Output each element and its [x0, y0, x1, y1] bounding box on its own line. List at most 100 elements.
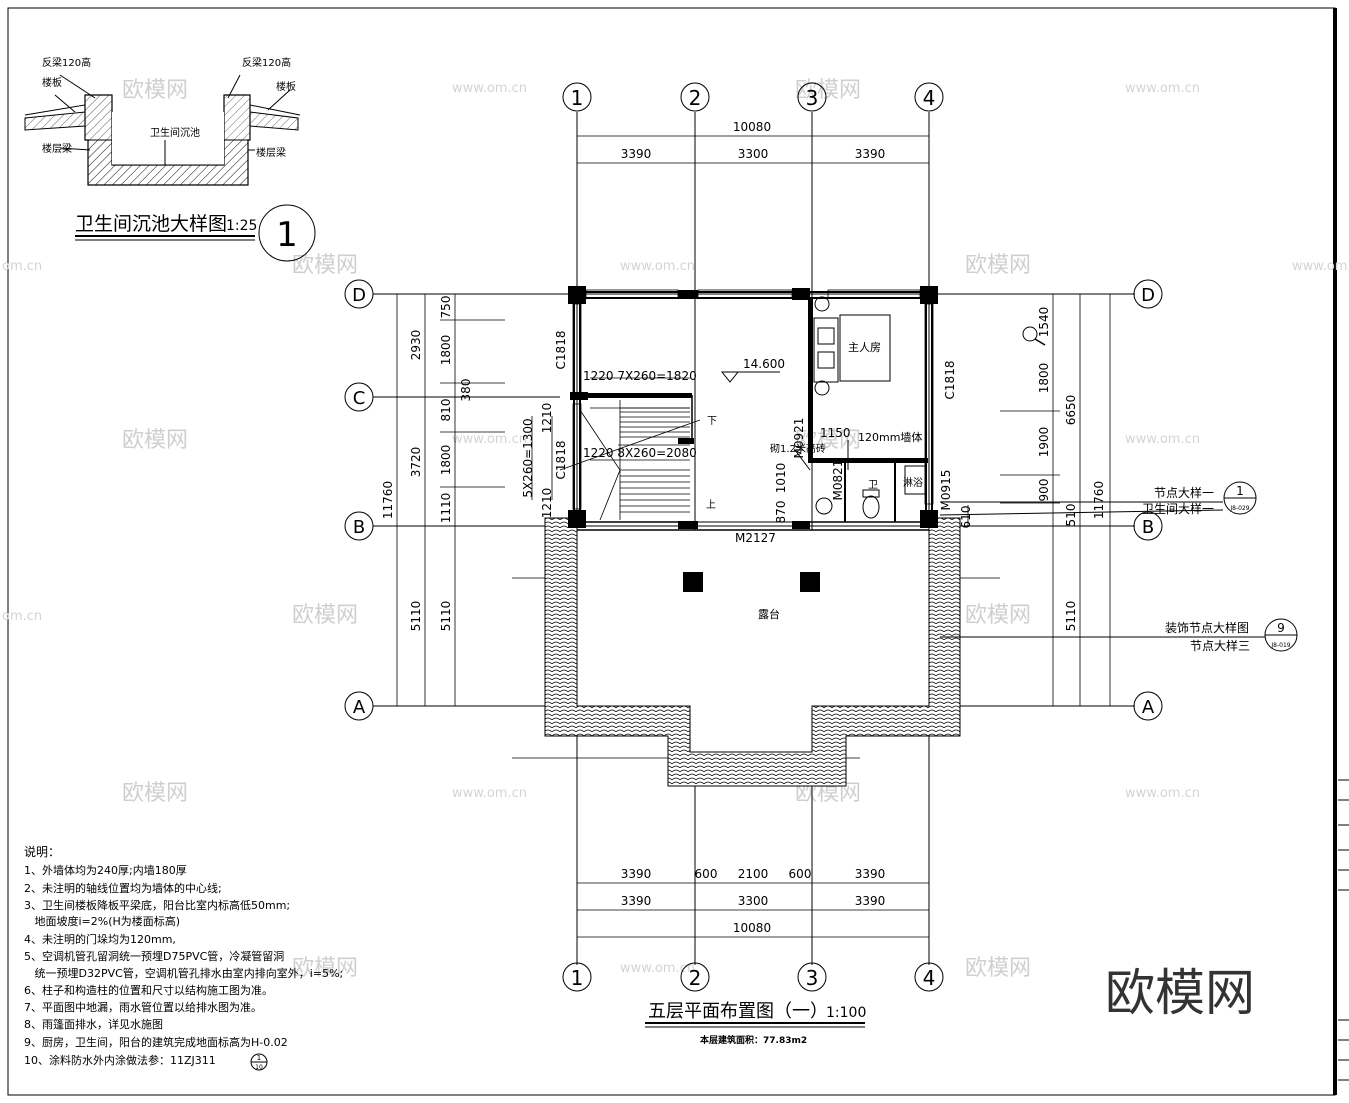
- room-terrace-label: 露台: [758, 607, 780, 621]
- terrace-balustrade: [544, 517, 961, 787]
- note-item: 1、外墙体均为240厚;内墙180厚: [24, 863, 187, 877]
- axis-bubble-B-right: B: [1142, 517, 1154, 538]
- watermark-brand: 欧模网: [122, 428, 188, 453]
- dim-left-d2: 1800: [439, 335, 453, 366]
- dim-bottom-r1-2: 600: [695, 867, 718, 881]
- note-item: 3、卫生间楼板降板平梁底，阳台比室内标高低50mm;: [24, 898, 290, 912]
- dim-left-d7: 5110: [439, 601, 453, 632]
- watermark-brand: 欧模网: [292, 253, 358, 278]
- pit-detail-drawing: 反梁120高 反梁120高 楼板 楼板 楼层梁 楼层梁 卫生间沉池 卫生间沉池大…: [24, 56, 316, 262]
- stair: [559, 400, 701, 521]
- label-beam-right: 楼层梁: [256, 146, 286, 159]
- watermark-url: www.om.cn: [1125, 81, 1200, 96]
- dim-bath-870: 870: [774, 501, 788, 524]
- callout-9-line2: 节点大样三: [1190, 638, 1250, 653]
- dim-stair-lower: 1220 8X260=2080: [583, 446, 697, 460]
- dim-right-overall: 11760: [1092, 481, 1106, 519]
- plan-area: 本层建筑面积：77.83m2: [700, 1034, 807, 1046]
- watermark-url: om.cn: [2, 259, 42, 274]
- axis-bubble-2-bottom: 2: [689, 966, 702, 990]
- room-shower-label: 淋浴: [903, 476, 923, 489]
- callout-node-1: 1 J8-029 节点大样一 卫生间大样一: [939, 481, 1257, 516]
- axis-bubble-2: 2: [689, 86, 702, 110]
- note-item: 7、平面图中地漏，雨水管位置以给排水图为准。: [24, 1000, 262, 1014]
- watermark-brand: 欧模网: [965, 956, 1031, 981]
- dim-bottom-r1-3: 2100: [738, 867, 769, 881]
- callout-1-sheet: J8-029: [1229, 505, 1249, 512]
- axis-bubble-C: C: [353, 388, 366, 409]
- bed: [813, 296, 891, 396]
- dim-left-d3: 380: [459, 379, 473, 402]
- watermark-url: www.om.cn: [620, 259, 695, 274]
- note-item: 5、空调机管孔留洞统一预埋D75PVC管，冷凝管留洞: [24, 949, 284, 963]
- dim-left-d6: 1110: [439, 493, 453, 524]
- axis-bubble-B: B: [353, 517, 365, 538]
- note-item: 地面坡度i=2%(H为楼面标高): [24, 914, 180, 928]
- callout-9-line1: 装饰节点大样图: [1165, 620, 1249, 635]
- half-wall-label: 砌1.2米高砖: [770, 442, 826, 455]
- bathroom-fixtures: [815, 465, 926, 519]
- callout-1-line1: 节点大样一: [1154, 485, 1214, 500]
- brand-logo: 欧模网: [1105, 964, 1255, 1022]
- dim-right-d3: 1900: [1037, 427, 1051, 458]
- plan-scale: 1:100: [826, 1005, 866, 1021]
- watermark-url: om.cn: [2, 609, 42, 624]
- detail-number: 1: [276, 215, 298, 255]
- door-m2127: M2127: [735, 531, 776, 545]
- detail-title: 卫生间沉池大样图: [75, 213, 227, 235]
- axis-bubble-D: D: [352, 285, 366, 306]
- label-pit: 卫生间沉池: [150, 126, 200, 139]
- dim-left-d4: 810: [439, 399, 453, 422]
- watermark-brand: 欧模网: [292, 956, 358, 981]
- door-m0915: M0915: [939, 470, 953, 511]
- axis-bubble-3-bottom: 3: [806, 966, 819, 990]
- stair-up-label: 上: [706, 499, 716, 511]
- note-item: 2、未注明的轴线位置均为墙体的中心线;: [24, 881, 222, 895]
- dim-left-bay-2: 3720: [409, 447, 423, 478]
- door-m0921: M0921: [792, 418, 806, 459]
- dim-right-d1: 1540: [1037, 307, 1051, 338]
- notes-block: 说明： 1、外墙体均为240厚;内墙180厚 2、未注明的轴线位置均为墙体的中心…: [24, 844, 343, 1071]
- windows: [572, 289, 934, 510]
- dim-right-bay-2: 510: [1064, 504, 1078, 527]
- axis-bubble-4-bottom: 4: [923, 966, 936, 990]
- dim-bottom-r2-1: 3390: [621, 894, 652, 908]
- watermark-url: www.om.cn: [1125, 786, 1200, 801]
- dim-top-3: 3390: [855, 147, 886, 161]
- dim-right-bay-1: 6650: [1064, 395, 1078, 426]
- callout-9-number: 9: [1277, 621, 1285, 635]
- dim-right-d4: 900: [1037, 479, 1051, 502]
- dim-top-1: 3390: [621, 147, 652, 161]
- watermark-url: www.om.cn: [452, 786, 527, 801]
- plan-title: 五层平面布置图（一）: [648, 1001, 828, 1022]
- callout-9-sheet: J8-019: [1270, 642, 1290, 649]
- dim-left-d5: 1800: [439, 445, 453, 476]
- dim-right-d2: 1800: [1037, 363, 1051, 394]
- wall-120-label: 120mm墙体: [858, 430, 922, 444]
- room-master-label: 主人房: [848, 341, 881, 354]
- axis-bubble-1: 1: [571, 86, 584, 110]
- callout-1-line2: 卫生间大样一: [1142, 501, 1214, 516]
- axis-bubble-D-right: D: [1141, 285, 1155, 306]
- sheet-border: [7, 7, 1349, 1096]
- dim-bath-1010: 1010: [774, 463, 788, 494]
- label-slab-left: 楼板: [42, 76, 62, 89]
- note-item: 8、雨篷面排水，详见水施图: [24, 1017, 163, 1031]
- magnifier-icon: [1022, 326, 1046, 346]
- door-m0821: M0821: [831, 460, 845, 501]
- dim-left-bay-1: 2930: [409, 330, 423, 361]
- axis-bubble-1-bottom: 1: [571, 966, 584, 990]
- dim-stair-upper: 1220 7X260=1820: [583, 369, 697, 383]
- window-c1818-top: C1818: [554, 331, 568, 370]
- watermark-url: www.om.cn: [452, 81, 527, 96]
- window-c1818-right: C1818: [943, 361, 957, 400]
- note-item: 9、厨房，卫生间，阳台的建筑完成地面标高为H-0.02: [24, 1035, 288, 1049]
- walls: [568, 286, 938, 592]
- watermark-brand: 欧模网: [122, 781, 188, 806]
- stair-down-label: 下: [707, 416, 717, 427]
- dimension-texts: 10080 3390 3300 3390 3390 600 2100 600 3…: [381, 120, 1106, 935]
- dim-bottom-total: 10080: [733, 921, 771, 935]
- watermark-brand: 欧模网: [795, 78, 861, 103]
- dim-left-d1: 750: [439, 296, 453, 319]
